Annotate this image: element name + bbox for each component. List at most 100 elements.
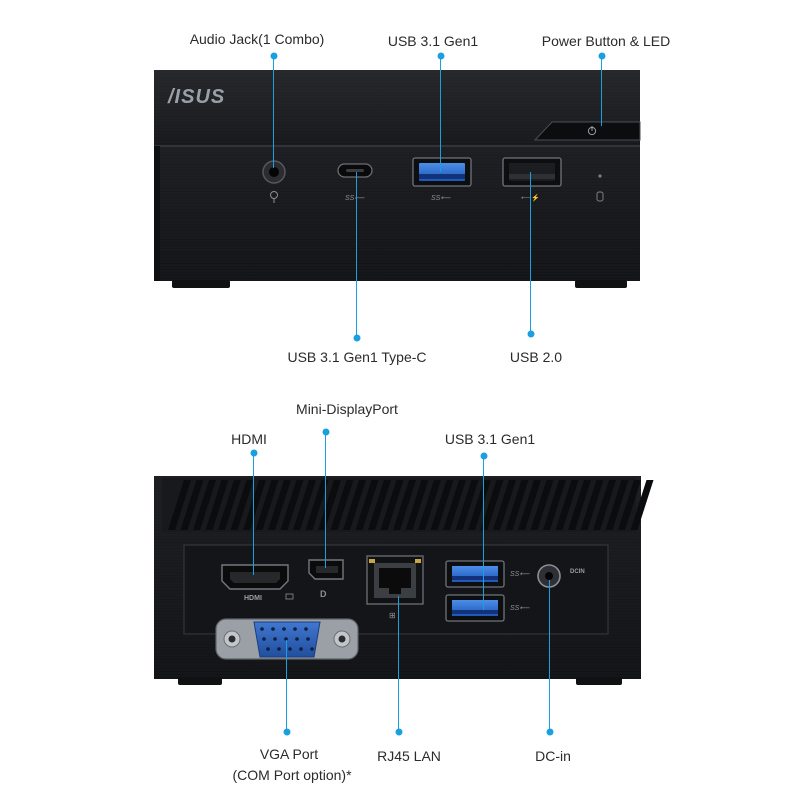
callout-dot-power (598, 52, 606, 60)
vga-pin (295, 637, 299, 641)
usb20-port[interactable] (502, 157, 562, 187)
vent-slat (180, 480, 204, 530)
vent-slat (268, 480, 291, 530)
vent-slat (418, 480, 441, 530)
vent-slat (480, 480, 504, 530)
label-usb20: USB 2.0 (509, 349, 563, 365)
vent-slat (555, 480, 579, 530)
vent-slat (218, 480, 241, 530)
vga-pin (306, 637, 310, 641)
monitor-icon (285, 593, 294, 600)
vga-pin (299, 647, 303, 651)
vga-pin (293, 627, 297, 631)
vga-pin (260, 627, 264, 631)
callout-dot-hdmi (250, 449, 258, 457)
vent-slat (443, 480, 466, 530)
headset-icon (270, 191, 278, 203)
vga-port[interactable] (215, 618, 359, 660)
power-led (598, 174, 602, 178)
callout-line-power (601, 56, 603, 126)
label-usb31-rear: USB 3.1 Gen1 (444, 431, 536, 447)
label-rj45: RJ45 LAN (377, 748, 441, 764)
vent-slat (330, 480, 354, 530)
vent-slat (630, 480, 654, 530)
vent-slat (543, 480, 566, 530)
callout-line-usb31-rear (483, 456, 485, 610)
callout-line-audio (273, 56, 275, 168)
label-vga-note: (COM Port option)* (232, 767, 352, 783)
hdmi-port-label: HDMI (244, 595, 262, 602)
vent-slat (405, 480, 429, 530)
vent-slat (430, 480, 454, 530)
callout-dot-usb20 (527, 330, 535, 338)
vent-slat (343, 480, 366, 530)
vent-slat (355, 480, 379, 530)
ss-usb-icon: SS⟵ (345, 195, 365, 202)
callout-line-usb31-front (440, 56, 442, 172)
vent-slat (568, 480, 591, 530)
label-usb-c: USB 3.1 Gen1 Type-C (287, 349, 427, 365)
vent-slat (255, 480, 279, 530)
ss-usb-icon: SS⟵ (510, 605, 530, 612)
vent-slat (293, 480, 316, 530)
callout-dot-usbc (353, 334, 361, 342)
vent-slat (455, 480, 479, 530)
front-chassis (154, 70, 640, 288)
callout-dot-dcin (546, 728, 554, 736)
callout-dot-audio (270, 52, 278, 60)
vent-slat (618, 480, 641, 530)
callout-line-dcin (549, 580, 551, 732)
vent-slat (205, 480, 229, 530)
vga-pin (271, 627, 275, 631)
vent-slat (380, 480, 404, 530)
label-mini-displayport: Mini-DisplayPort (296, 401, 398, 417)
hdmi-port[interactable] (221, 564, 289, 590)
vga-pin (262, 637, 266, 641)
vent-slat (530, 480, 554, 530)
label-audio-jack: Audio Jack(1 Combo) (189, 31, 325, 47)
callout-dot-rj45 (395, 728, 403, 736)
usb31-rear-port-bottom[interactable] (445, 594, 505, 622)
label-vga-port: VGA Port (259, 746, 319, 762)
vga-pin (288, 647, 292, 651)
vent-slat (230, 480, 254, 530)
vent-slat (518, 480, 541, 530)
vent-slat (493, 480, 516, 530)
callout-line-usbc (356, 172, 358, 338)
vent-slat (193, 480, 216, 530)
label-hdmi: HDMI (231, 431, 267, 447)
vga-pin (273, 637, 277, 641)
vent-slat (393, 480, 416, 530)
callout-line-rj45 (398, 596, 400, 732)
usb31-rear-port-top[interactable] (445, 560, 505, 588)
usb31-front-port[interactable] (412, 157, 472, 187)
ss-usb-icon: SS⟵ (431, 195, 451, 202)
label-usb31-front: USB 3.1 Gen1 (387, 33, 479, 49)
vga-pin (266, 647, 270, 651)
network-icon: ⊞ (389, 611, 396, 620)
vent-slat (243, 480, 266, 530)
vga-pin (282, 627, 286, 631)
power-button[interactable] (533, 121, 641, 141)
vent-slat (305, 480, 329, 530)
label-power-button: Power Button & LED (541, 33, 671, 49)
callout-line-minidp (325, 432, 327, 568)
vga-pin (304, 627, 308, 631)
vent-slat (605, 480, 629, 530)
vent-slat (280, 480, 304, 530)
vent-slat (368, 480, 391, 530)
mini-displayport-port[interactable] (308, 559, 344, 580)
dcin-port-label: DCIN (570, 569, 585, 575)
callout-dot-usb31-front (437, 52, 445, 60)
vent-slat (580, 480, 604, 530)
label-dc-in: DC-in (535, 748, 571, 764)
callout-line-usb20 (530, 172, 532, 334)
callout-line-vga (286, 640, 288, 732)
rj45-port[interactable] (366, 555, 424, 605)
callout-dot-usb31-rear (480, 452, 488, 460)
usb-c-port[interactable] (337, 163, 373, 178)
vent-slat (168, 480, 191, 530)
callout-dot-minidp (322, 428, 330, 436)
drive-activity-icon (596, 191, 604, 202)
callout-line-hdmi (253, 453, 255, 575)
